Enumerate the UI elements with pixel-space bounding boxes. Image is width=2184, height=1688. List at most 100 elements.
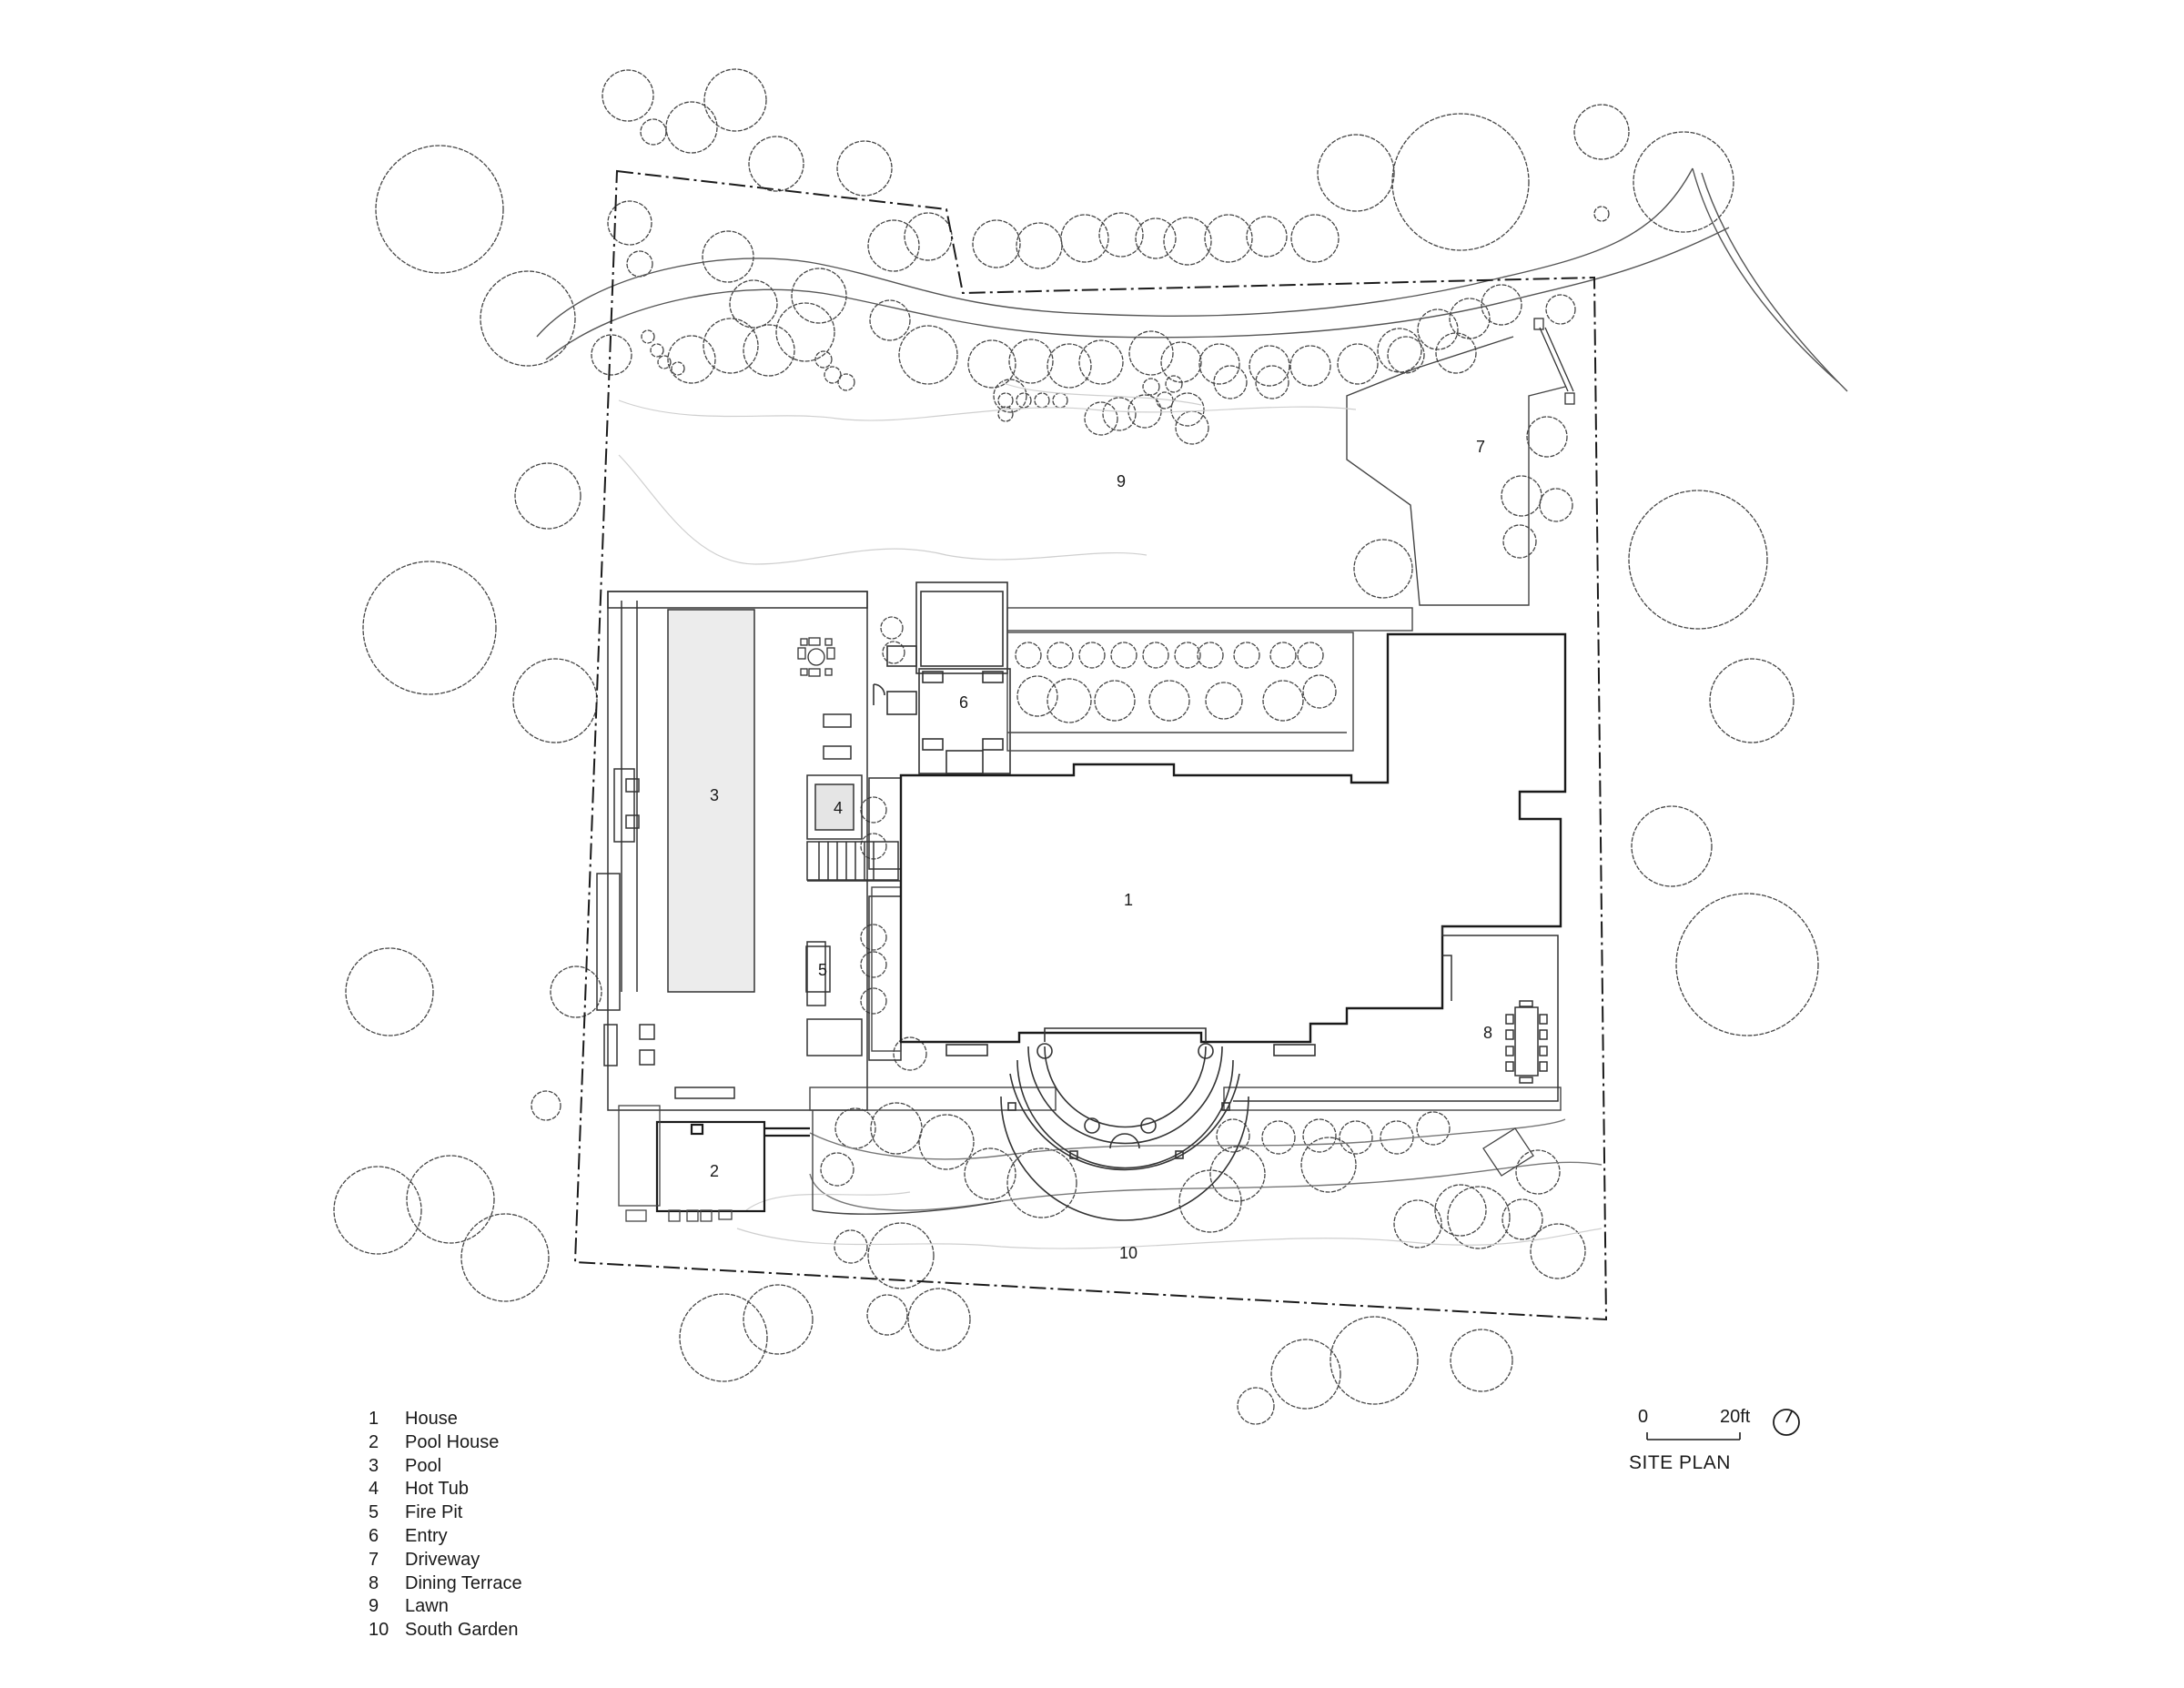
fire-pit-seating (797, 637, 835, 677)
tree-canopy (1209, 1146, 1266, 1202)
zone-label-4: 4 (834, 799, 843, 817)
dining-terrace-outline (1233, 926, 1559, 1102)
tree-canopy (1197, 642, 1224, 669)
tree-canopy (1246, 216, 1288, 258)
tree-canopy (1237, 1387, 1275, 1425)
legend-number: 9 (369, 1596, 379, 1617)
garden-shed (1482, 1127, 1534, 1177)
tree-canopy (729, 279, 778, 329)
zone-label-2: 2 (710, 1162, 719, 1180)
tree-canopy (1249, 345, 1290, 387)
tree-canopy (550, 965, 602, 1018)
scale-start-label: 0 (1638, 1407, 1649, 1427)
zone-label-3: 3 (710, 786, 719, 804)
legend-number: 10 (369, 1620, 389, 1641)
tree-canopy (607, 200, 652, 246)
tree-canopy (1102, 397, 1137, 431)
tree-canopy (1377, 328, 1422, 373)
tree-canopy (1290, 214, 1340, 263)
tree-canopy (1060, 214, 1109, 263)
tree-canopy (1501, 475, 1542, 517)
tree-canopy (869, 299, 911, 341)
curved-terrace-steps (945, 1027, 1316, 1221)
front-garden-beds (809, 607, 1562, 1215)
tree-canopy (993, 379, 1027, 413)
tree-canopy (1269, 642, 1297, 669)
tree-canopy (967, 339, 1016, 389)
zone-label-6: 6 (959, 693, 968, 712)
tree-canopy (1128, 330, 1174, 376)
tree-canopy (1330, 1316, 1419, 1405)
legend-label: Dining Terrace (405, 1572, 522, 1593)
tree-canopy (1098, 212, 1144, 258)
tree-canopy (1391, 113, 1530, 251)
tree-canopy (880, 616, 904, 640)
site-plan-title: SITE PLAN (1629, 1452, 1731, 1473)
tree-canopy (1387, 336, 1425, 374)
tree-canopy (1593, 206, 1610, 222)
tree-canopy (1046, 642, 1074, 669)
scale-end-label: 20ft (1720, 1407, 1751, 1427)
tree-canopy (1628, 490, 1768, 630)
tree-canopy (641, 329, 655, 344)
tree-canopy (375, 145, 504, 274)
legend-label: Hot Tub (405, 1479, 470, 1500)
zone-label-7: 7 (1476, 438, 1485, 456)
tree-canopy (867, 1222, 935, 1289)
tree-canopy (1417, 308, 1459, 350)
tree-canopy (997, 392, 1014, 409)
tree-canopy (640, 118, 667, 146)
tree-canopy (1539, 488, 1573, 522)
legend-label: Lawn (405, 1596, 449, 1617)
tree-canopy (1148, 680, 1190, 722)
hot-tub-area (805, 774, 902, 1061)
pool-house (655, 1120, 810, 1213)
tree-canopy (866, 1294, 908, 1336)
tree-canopy (964, 1147, 1016, 1200)
legend-number: 7 (369, 1549, 379, 1570)
tree-canopy (657, 355, 672, 369)
tree-canopy (775, 302, 835, 362)
legend-item: 9 Lawn (369, 1595, 522, 1619)
tree-canopy (1317, 134, 1395, 212)
tree-canopy (748, 136, 804, 192)
tree-canopy (406, 1155, 495, 1244)
tree-canopy (1449, 298, 1491, 339)
tree-canopy (791, 268, 847, 324)
legend-number: 2 (369, 1431, 379, 1452)
tree-canopy (345, 947, 434, 1036)
tree-canopy (1078, 642, 1106, 669)
legend-label: Fire Pit (405, 1502, 463, 1523)
house-outline (899, 632, 1567, 1044)
tree-canopy (1526, 416, 1568, 458)
tree-canopy (1160, 341, 1202, 383)
tree-canopy (1353, 539, 1413, 599)
tree-canopy (997, 406, 1014, 422)
tree-canopy (1675, 893, 1819, 1036)
tree-canopies (333, 68, 1819, 1425)
tree-canopy (1178, 1169, 1242, 1233)
tree-canopy (1515, 1149, 1561, 1195)
legend-item: 4 Hot Tub (369, 1478, 522, 1501)
legend-number: 6 (369, 1525, 379, 1546)
tree-canopy (1216, 1118, 1250, 1153)
tree-canopy (1435, 332, 1477, 374)
tree-canopy (1135, 217, 1177, 259)
planting-beds (618, 381, 1603, 1249)
tree-canopy (1545, 294, 1576, 325)
tree-canopy (1289, 345, 1331, 387)
tree-canopy (860, 924, 887, 951)
tree-canopy (1530, 1223, 1586, 1279)
tree-canopy (1709, 658, 1795, 743)
tree-canopy (1015, 642, 1042, 669)
tree-canopy (1165, 375, 1183, 393)
legend-number: 4 (369, 1479, 379, 1500)
